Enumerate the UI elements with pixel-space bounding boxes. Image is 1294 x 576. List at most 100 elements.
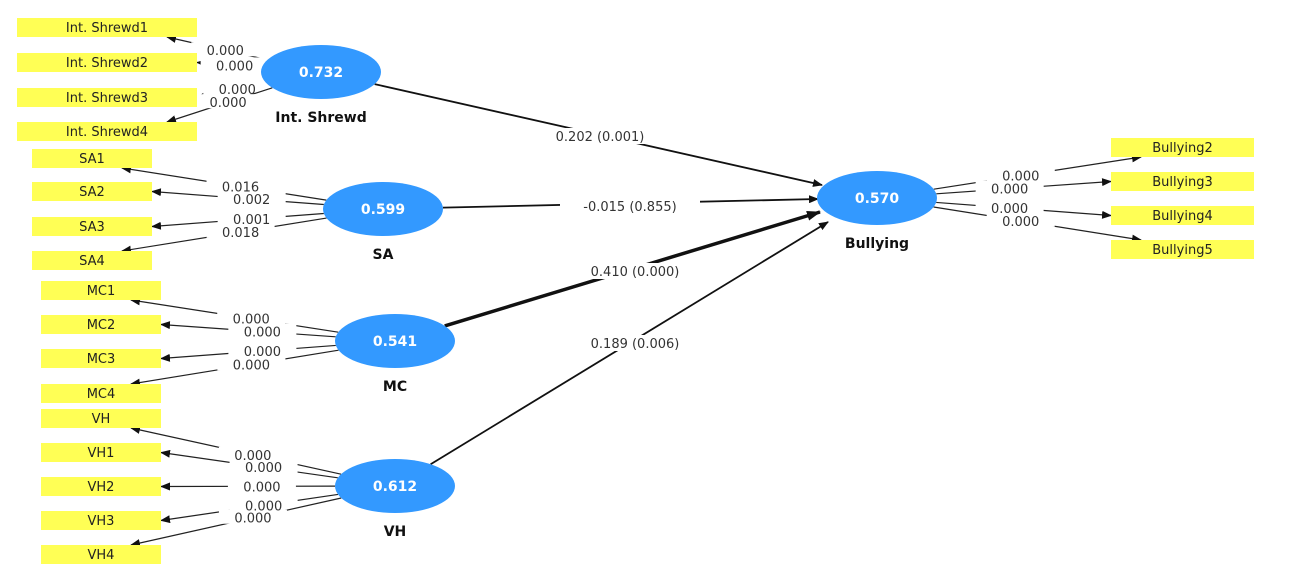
loading-label-bg <box>228 342 297 357</box>
loading-label-bg <box>206 223 275 238</box>
indicator-label: VH1 <box>88 446 115 461</box>
path-label-bg <box>565 335 705 351</box>
loading-label-bg <box>218 509 287 524</box>
construct-node-mc <box>335 314 455 368</box>
indicator-box <box>41 443 161 462</box>
construct-name: Int. Shrewd <box>275 110 366 126</box>
indicator-label: MC3 <box>87 352 116 367</box>
construct-node-bu <box>817 171 937 225</box>
path-label-bg <box>530 128 670 144</box>
indicator-label: Int. Shrewd4 <box>66 125 148 140</box>
construct-name: VH <box>384 524 407 540</box>
loading-label-bg <box>217 356 286 371</box>
construct-r2-value: 0.599 <box>361 202 405 218</box>
path-coefficient-label: 0.202 (0.001) <box>556 130 645 145</box>
indicator-label: VH3 <box>88 514 115 529</box>
path-label-bg <box>565 263 705 279</box>
construct-name: SA <box>373 247 394 263</box>
indicator-box <box>41 349 161 368</box>
indicator-label: VH2 <box>88 480 115 495</box>
indicator-label: Int. Shrewd2 <box>66 56 148 71</box>
loading-value: 0.000 <box>1002 215 1039 230</box>
loading-value: 0.000 <box>233 358 270 373</box>
loading-value: 0.000 <box>1002 170 1039 185</box>
loading-value: 0.000 <box>209 96 246 111</box>
indicator-label: Bullying4 <box>1152 209 1212 224</box>
construct-r2-value: 0.541 <box>373 334 417 350</box>
loading-value: 0.000 <box>245 499 282 514</box>
loading-value: 0.000 <box>244 326 281 341</box>
indicator-box <box>41 545 161 564</box>
construct-r2-value: 0.732 <box>299 65 343 81</box>
indicator-box <box>1111 240 1254 259</box>
indicator-box <box>32 149 152 168</box>
indicator-box <box>41 281 161 300</box>
loading-value: 0.000 <box>991 202 1028 217</box>
loading-label-bg <box>986 212 1055 227</box>
construct-name: MC <box>383 379 407 395</box>
construct-node-is <box>261 45 381 99</box>
loading-label-bg <box>203 81 272 96</box>
indicator-label: MC1 <box>87 284 116 299</box>
indicator-label: Int. Shrewd1 <box>66 21 148 36</box>
indicator-box <box>32 182 152 201</box>
loading-value: 0.018 <box>222 226 259 241</box>
construct-node-vh <box>335 459 455 513</box>
loading-label-bg <box>194 94 263 109</box>
loading-value: 0.016 <box>222 181 259 196</box>
loading-label-bg <box>228 323 297 338</box>
indicator-box <box>41 315 161 334</box>
loading-value: 0.000 <box>219 83 256 98</box>
construct-r2-value: 0.570 <box>855 191 900 207</box>
loading-value: 0.000 <box>991 183 1028 198</box>
loading-label-bg <box>191 42 260 57</box>
indicator-box <box>17 88 197 107</box>
indicator-box <box>1111 172 1254 191</box>
path-coefficient-label: 0.189 (0.006) <box>591 337 680 352</box>
loading-label-bg <box>227 478 296 493</box>
loading-value: 0.000 <box>243 480 280 495</box>
indicator-label: SA3 <box>79 220 105 235</box>
indicator-box <box>1111 206 1254 225</box>
indicator-label: VH4 <box>88 548 115 563</box>
loading-label-bg <box>229 459 298 474</box>
indicator-label: Bullying3 <box>1152 175 1212 190</box>
loading-value: 0.002 <box>233 193 270 208</box>
indicator-box <box>32 251 152 270</box>
indicator-box <box>17 53 197 72</box>
loading-label-bg <box>206 178 275 193</box>
loading-value: 0.000 <box>233 313 270 328</box>
indicator-box <box>41 477 161 496</box>
path-coefficient-label: 0.410 (0.000) <box>591 265 680 280</box>
indicator-label: SA4 <box>79 254 105 269</box>
loading-value: 0.001 <box>233 213 270 228</box>
loading-label-bg <box>975 180 1044 195</box>
indicator-box <box>32 217 152 236</box>
indicator-label: VH <box>92 412 111 427</box>
indicator-label: SA1 <box>79 152 105 167</box>
loading-value: 0.000 <box>234 512 271 527</box>
indicator-label: Bullying2 <box>1152 141 1212 156</box>
indicator-label: MC2 <box>87 318 116 333</box>
loading-label-bg <box>217 210 286 225</box>
indicator-box <box>17 18 197 37</box>
loading-value: 0.000 <box>207 44 244 59</box>
loading-label-bg <box>986 167 1055 182</box>
loading-value: 0.000 <box>234 449 271 464</box>
construct-node-sa <box>323 182 443 236</box>
indicator-label: SA2 <box>79 185 105 200</box>
indicator-label: MC4 <box>87 387 116 402</box>
indicator-label: Int. Shrewd3 <box>66 91 148 106</box>
indicator-box <box>41 409 161 428</box>
loading-value: 0.000 <box>216 59 253 74</box>
construct-name: Bullying <box>845 236 909 252</box>
construct-r2-value: 0.612 <box>373 479 417 495</box>
indicator-box <box>1111 138 1254 157</box>
path-label-bg <box>560 198 700 214</box>
loading-label-bg <box>200 57 269 72</box>
indicator-label: Bullying5 <box>1152 243 1212 258</box>
indicator-box <box>41 384 161 403</box>
loading-label-bg <box>217 191 286 206</box>
loading-value: 0.000 <box>245 461 282 476</box>
